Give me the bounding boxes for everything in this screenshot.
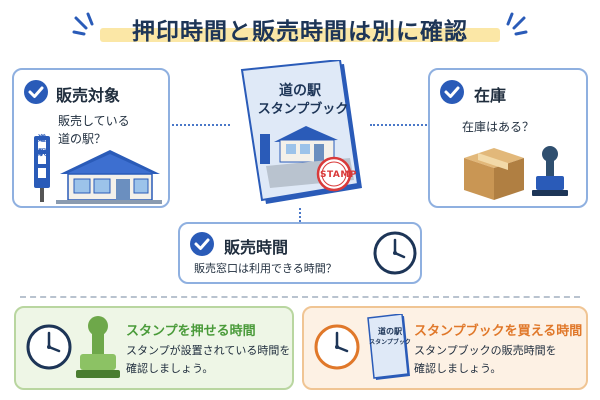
connector-right — [370, 124, 430, 126]
mini-book-title-line1: 道の駅 — [378, 327, 402, 336]
card-text-stamp-time-line2: 確認しましょう。 — [126, 362, 214, 375]
connector-bottom — [299, 208, 301, 222]
mini-stamp-book-icon — [367, 314, 410, 380]
check-icon — [440, 80, 464, 104]
station-sign-label: 道 駅 — [38, 134, 46, 157]
clock-icon — [373, 231, 417, 275]
card-book-time: 道の駅 スタンプブック スタンプブックを買える時間 スタンプブックの販売時間を … — [302, 306, 588, 390]
clock-icon — [26, 324, 72, 370]
clock-icon — [314, 324, 360, 370]
card-title-stock: 在庫 — [474, 86, 507, 105]
box-and-stamp-icon — [464, 146, 568, 200]
section-divider — [20, 296, 580, 298]
sparkle-icon-right — [506, 12, 528, 36]
card-text-book-time-line1: スタンプブックの販売時間を — [414, 344, 557, 357]
stamp-label: STAMP — [320, 170, 357, 180]
card-sales-time: 販売時間 販売窓口は利用できる時間？ — [178, 222, 422, 284]
check-icon — [190, 232, 214, 256]
check-icon — [24, 80, 48, 104]
title-highlight — [100, 28, 500, 42]
card-text-sales-target-line1: 販売している — [58, 114, 130, 128]
card-text-stamp-time-line1: スタンプが設置されている時間を — [126, 344, 291, 357]
card-text-stock: 在庫はある？ — [462, 120, 535, 134]
book-title-line1: 道の駅 — [279, 83, 321, 99]
card-stock: 在庫 在庫はある？ — [428, 68, 588, 208]
card-stamp-time: スタンプを押せる時間 スタンプが設置されている時間を 確認しましょう。 — [14, 306, 294, 390]
card-title-sales-time: 販売時間 — [224, 238, 289, 257]
card-text-book-time-line2: 確認しましょう。 — [414, 362, 502, 375]
stamp-icon — [76, 316, 120, 378]
stamp-book-illustration — [240, 60, 362, 204]
roadside-station-icon — [34, 136, 162, 204]
card-text-sales-target-line2: 道の駅？ — [58, 132, 107, 146]
card-title-book-time: スタンプブックを買える時間 — [414, 324, 583, 339]
card-text-sales-time: 販売窓口は利用できる時間？ — [194, 262, 337, 275]
mini-book-title-line2: スタンプブック — [369, 339, 411, 346]
title-area: 押印時間と販売時間は別に確認 — [0, 8, 600, 48]
card-title-stamp-time: スタンプを押せる時間 — [126, 324, 256, 339]
card-title-sales-target: 販売対象 — [56, 86, 121, 105]
page-title: 押印時間と販売時間は別に確認 — [132, 19, 468, 45]
sparkle-icon-left — [72, 12, 94, 36]
connector-left — [168, 124, 230, 126]
card-sales-target: 販売対象 販売している 道の駅？ — [12, 68, 170, 208]
book-title-line2: スタンプブック — [257, 102, 349, 117]
